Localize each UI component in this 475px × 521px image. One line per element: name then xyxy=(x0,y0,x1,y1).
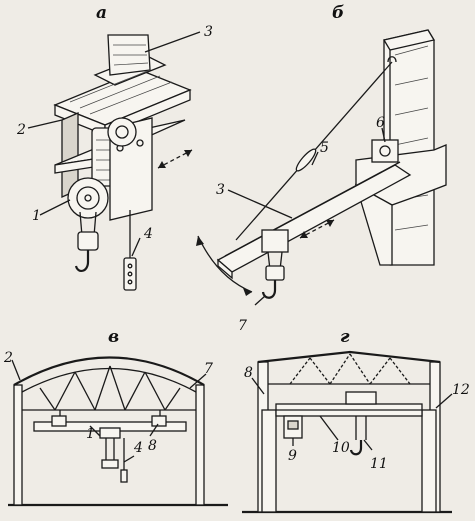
callout-g-12: 12 xyxy=(452,382,470,398)
panel-label-a: а xyxy=(96,3,107,23)
callout-g-9: 9 xyxy=(288,448,297,464)
panel-label-g: г xyxy=(340,327,350,347)
callout-g-10: 10 xyxy=(332,440,350,456)
panel-v-arched-hall xyxy=(8,356,228,507)
panel-g-bridge-crane xyxy=(242,350,453,514)
panel-label-v: в xyxy=(108,327,119,347)
callout-g-8: 8 xyxy=(244,365,253,381)
callout-v-4: 4 xyxy=(133,440,143,456)
callout-a-3: 3 xyxy=(204,24,213,40)
callout-a-4: 4 xyxy=(143,226,153,242)
callout-a-2: 2 xyxy=(16,122,26,138)
callout-v-1: 1 xyxy=(86,426,95,442)
panel-label-b: б xyxy=(332,3,344,23)
callout-v-7: 7 xyxy=(204,361,213,377)
callout-b-3: 3 xyxy=(216,182,225,198)
callout-b-5: 5 xyxy=(320,140,329,156)
callout-b-7: 7 xyxy=(238,318,247,334)
panel-a-hoist xyxy=(27,31,201,291)
callout-a-1: 1 xyxy=(32,208,41,224)
callout-g-11: 11 xyxy=(370,456,388,472)
panel-b-jib-crane xyxy=(196,29,447,306)
callout-v-8: 8 xyxy=(148,438,157,454)
callout-v-2: 2 xyxy=(3,350,13,366)
callout-b-6: 6 xyxy=(376,115,385,131)
